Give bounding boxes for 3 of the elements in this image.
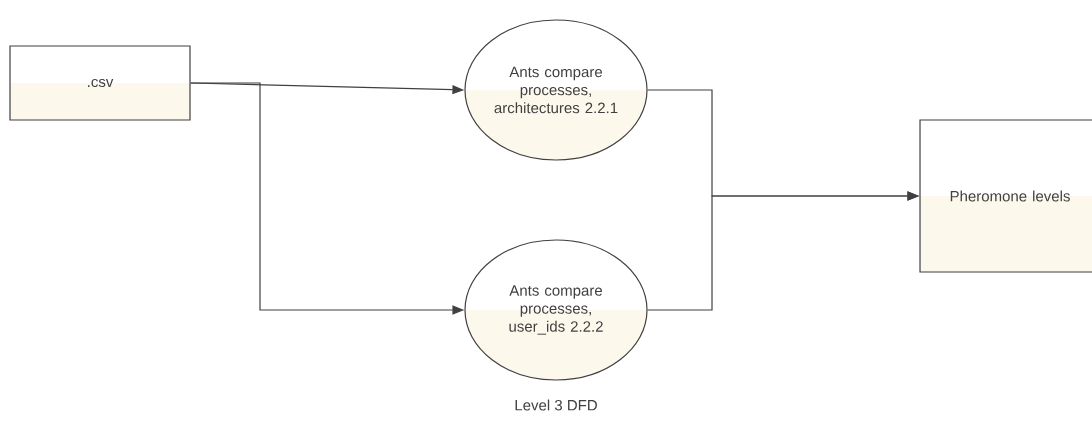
data-store-box: .csv — [9, 45, 191, 121]
caption: Level 3 DFD — [515, 399, 597, 411]
data-store-box: Pheromone levels — [919, 119, 1092, 273]
